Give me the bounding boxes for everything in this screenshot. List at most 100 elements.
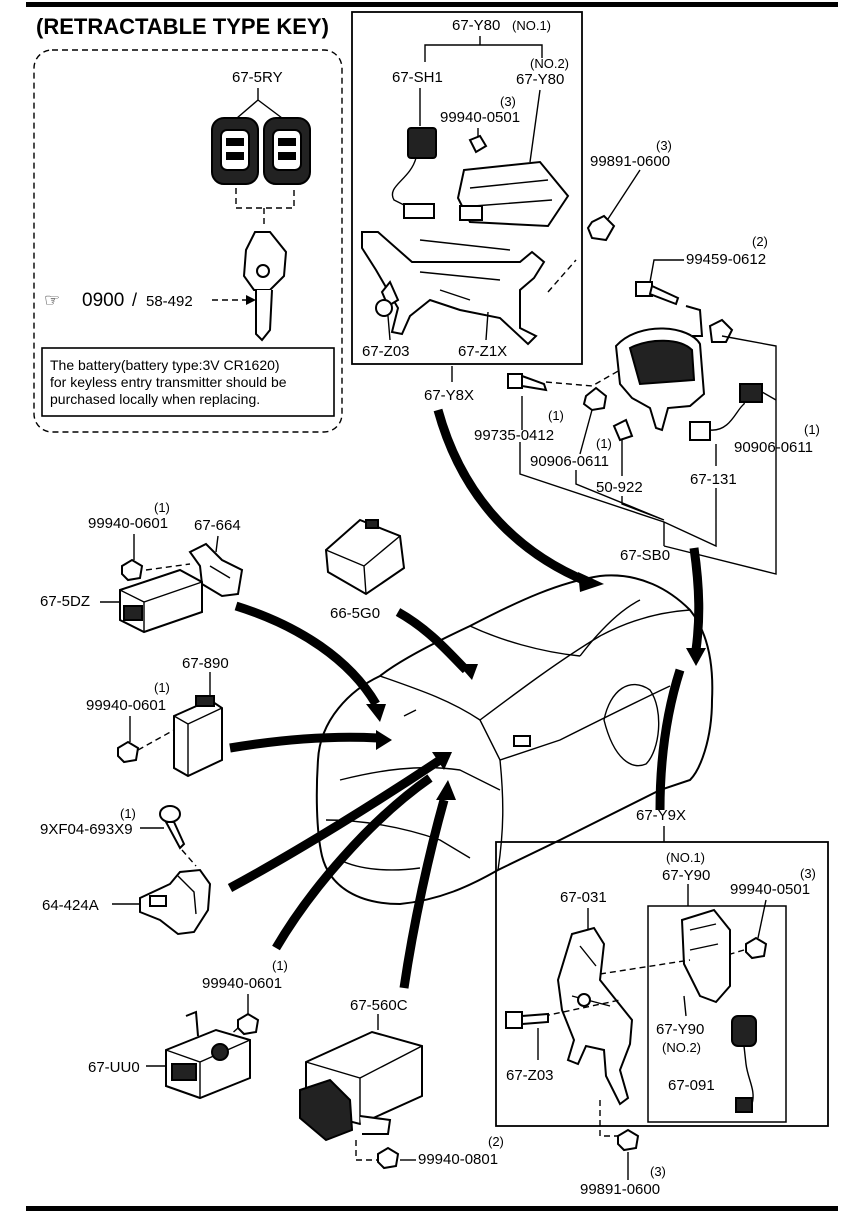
- label-67-sh1[interactable]: 67-SH1: [392, 69, 443, 86]
- module-67-560c-dashed-leader: [355, 1140, 384, 1161]
- label-90906-b-qty: (1): [804, 422, 820, 437]
- label-90906-0611-a[interactable]: 90906-0611: [530, 453, 609, 470]
- battery-note-line-3: purchased locally when replacing.: [50, 391, 260, 407]
- key-ref-separator: /: [132, 290, 137, 310]
- module-67-890-icon: [173, 695, 223, 778]
- upper-bracket-icon: [361, 231, 546, 346]
- label-67-sb0[interactable]: 67-SB0: [620, 547, 670, 564]
- clip-50922-icon: [612, 418, 634, 442]
- label-99891-0600-top[interactable]: 99891-0600: [590, 153, 670, 170]
- screw-99735-dashed-leader: [545, 369, 621, 387]
- key-callout-box: [33, 49, 343, 433]
- label-99940-0601-b[interactable]: 99940-0601: [86, 697, 166, 714]
- module-66-5g0-icon: [324, 518, 406, 596]
- label-67-y9x[interactable]: 67-Y9X: [636, 807, 686, 824]
- label-64-424a[interactable]: 64-424A: [42, 897, 99, 914]
- key-leader-dashed: [235, 188, 295, 228]
- lower-inner-box: [647, 905, 787, 1123]
- lower-module-67-y90-icon: [680, 908, 731, 1004]
- upper-bracket-dashed-leader: [547, 259, 577, 293]
- label-67-y80-top[interactable]: 67-Y80: [452, 17, 500, 34]
- label-67-664[interactable]: 67-664: [194, 517, 241, 534]
- label-99940-0501[interactable]: 99940-0501: [440, 109, 520, 126]
- label-67-z1x[interactable]: 67-Z1X: [458, 343, 507, 360]
- leader-67-5ry: [236, 88, 283, 119]
- label-nut-b-qty: (1): [154, 680, 170, 695]
- label-99940-0601-c[interactable]: 99940-0601: [202, 975, 282, 992]
- nut-99891-bottom-icon: [617, 1128, 640, 1152]
- nut-c-icon: [237, 1012, 260, 1036]
- label-99940-0601-a[interactable]: 99940-0601: [88, 515, 168, 532]
- label-66-5g0[interactable]: 66-5G0: [330, 605, 380, 622]
- label-99459-qty: (2): [752, 234, 768, 249]
- label-67-031[interactable]: 67-031: [560, 889, 607, 906]
- label-50-922[interactable]: 50-922: [596, 479, 643, 496]
- label-67-z03-lower[interactable]: 67-Z03: [506, 1067, 554, 1084]
- nut-b-icon: [117, 740, 140, 764]
- retractable-key-header: (RETRACTABLE TYPE KEY): [36, 14, 329, 39]
- label-67-y80-no1: (NO.1): [512, 18, 551, 33]
- nut-99940-0501-lower-icon: [745, 936, 768, 960]
- label-67-y90-no1: (NO.1): [666, 850, 705, 865]
- leader-90906-a: [579, 409, 593, 455]
- label-99459-0612[interactable]: 99459-0612: [686, 251, 766, 268]
- screw-9xf04-icon: [159, 805, 186, 850]
- label-67-y90-no2: (NO.2): [662, 1040, 701, 1055]
- leader-67-sb0-tree: [519, 335, 777, 575]
- wire-67131-icon: [689, 383, 777, 441]
- label-67-y8x[interactable]: 67-Y8X: [424, 387, 474, 404]
- label-nut-a-qty: (1): [154, 500, 170, 515]
- label-67-890[interactable]: 67-890: [182, 655, 229, 672]
- key-blade-icon: [242, 231, 288, 342]
- nut-99891-top-icon: [586, 214, 616, 242]
- lower-nut-dashed-leader: [599, 1100, 620, 1137]
- label-67-560c[interactable]: 67-560C: [350, 997, 408, 1014]
- key-transmitter-icon: [211, 117, 311, 185]
- top-rule: [26, 2, 838, 7]
- key-ref-0900[interactable]: 0900: [82, 290, 124, 311]
- label-67-5dz[interactable]: 67-5DZ: [40, 593, 90, 610]
- label-9xf04-qty: (1): [120, 806, 136, 821]
- antenna-module-icon: [391, 127, 570, 228]
- battery-note-line-1: The battery(battery type:3V CR1620): [50, 357, 280, 373]
- label-99891-0600-bottom[interactable]: 99891-0600: [580, 1181, 660, 1198]
- label-9xf04-693x9[interactable]: 9XF04-693X9: [40, 821, 133, 838]
- label-90906-0611-b[interactable]: 90906-0611: [734, 439, 813, 456]
- label-99940-0501-lower[interactable]: 99940-0501: [730, 881, 810, 898]
- leader-67-y90-second: [683, 995, 687, 1017]
- label-67-y90-top[interactable]: 67-Y90: [662, 867, 710, 884]
- leader-67-y80-bracket: [424, 36, 543, 62]
- label-67-y90-second[interactable]: 67-Y90: [656, 1021, 704, 1038]
- label-67-y80-second[interactable]: 67-Y80: [516, 71, 564, 88]
- module-67-560c-icon: [299, 1030, 423, 1142]
- label-99735-0412[interactable]: 99735-0412: [474, 427, 554, 444]
- key-ref-arrow: [246, 295, 256, 305]
- label-67-091[interactable]: 67-091: [668, 1077, 715, 1094]
- nut-90906-a-icon: [582, 386, 608, 412]
- nut-b-dashed-leader: [137, 729, 175, 751]
- label-67-uu0[interactable]: 67-UU0: [88, 1059, 140, 1076]
- module-67-5dz-icon: [119, 568, 203, 634]
- leader-99940-0501-lower: [757, 899, 767, 939]
- bracket-64-424a-icon: [139, 868, 212, 936]
- nut-99940-0801-icon: [377, 1146, 400, 1170]
- label-67-5ry[interactable]: 67-5RY: [232, 69, 283, 86]
- module-67-uu0-icon: [165, 1010, 251, 1100]
- battery-note-line-2: for keyless entry transmitter should be: [50, 374, 287, 390]
- label-99940-0801-qty: (2): [488, 1134, 504, 1149]
- pointer-lines: [227, 408, 706, 989]
- label-99940-0801[interactable]: 99940-0801: [418, 1151, 498, 1168]
- screw-9xf04-dashed-leader: [181, 849, 197, 867]
- label-99891-top-qty: (3): [656, 138, 672, 153]
- lower-module-box: [495, 841, 829, 1127]
- label-67-z03-upper[interactable]: 67-Z03: [362, 343, 410, 360]
- lower-bolt-67-z03-icon: [505, 1011, 549, 1029]
- key-ref-58-492[interactable]: 58-492: [146, 293, 193, 310]
- screw-99735-icon: [507, 373, 548, 392]
- lower-bracket-67-031-icon: [556, 926, 634, 1106]
- nut-lower-dashed-leader: [723, 949, 745, 957]
- upper-module-box: [351, 11, 583, 365]
- leader-99891-top: [605, 169, 641, 223]
- label-67-131[interactable]: 67-131: [690, 471, 737, 488]
- label-99735-qty: (1): [548, 408, 564, 423]
